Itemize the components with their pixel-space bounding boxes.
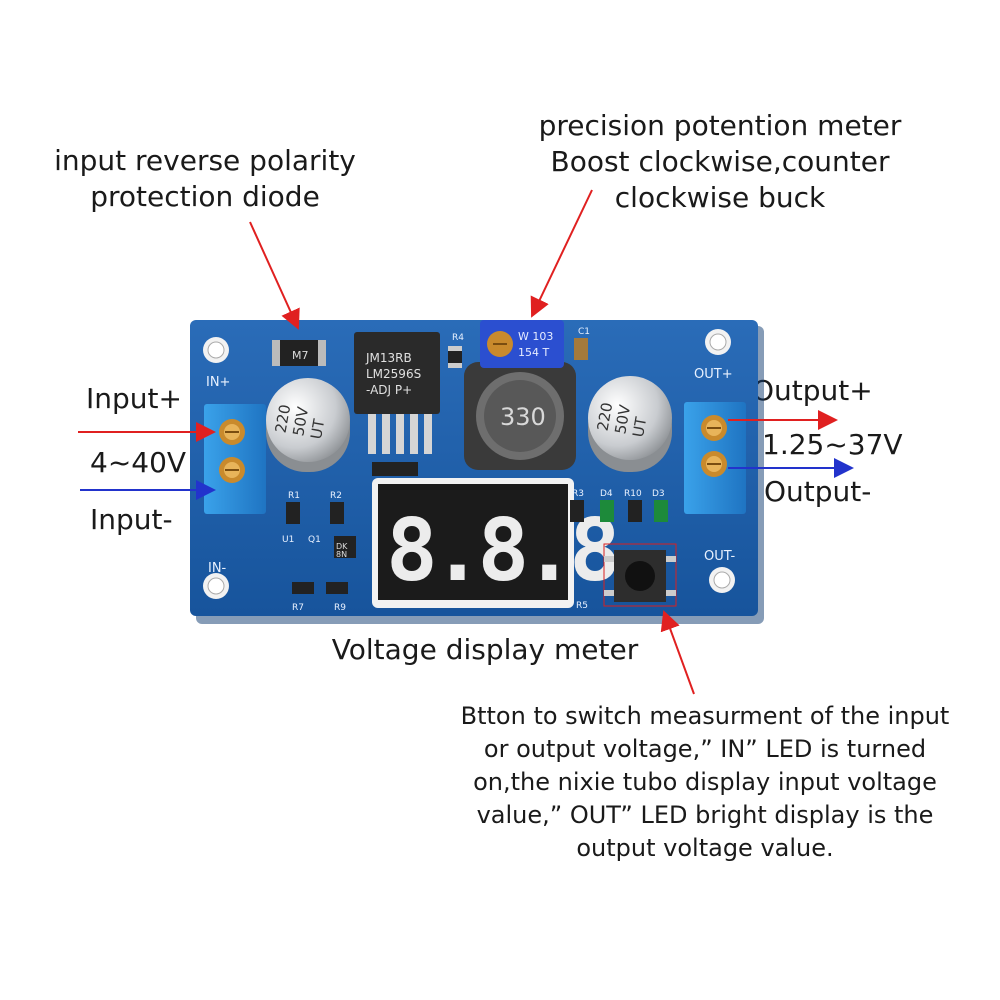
ref-r10: R10 [624, 489, 642, 499]
button-callout-line1: Btton to switch measurment of the input [460, 702, 950, 730]
input-range-label: 4~40V [90, 446, 187, 479]
ref-d4: D4 [600, 489, 613, 499]
pot-callout-line1: precision potention meter [538, 109, 902, 142]
pot-callout-line3: clockwise buck [614, 181, 826, 214]
left-cap-marking-3: UT [307, 417, 328, 441]
diode-arrow [249, 221, 300, 330]
button-callout-line3: on,the nixie tubo display input voltage [473, 768, 937, 796]
ref-r4: R4 [452, 333, 464, 343]
inductor-330: 330 [464, 362, 576, 470]
ic-marking-line2: LM2596S [366, 367, 421, 381]
output-plus-label: Output+ [752, 374, 873, 407]
diode-marking: M7 [292, 349, 309, 362]
silk-in-minus: IN- [208, 561, 227, 576]
ref-r1: R1 [288, 491, 300, 501]
lm2596-regulator: JM13RB LM2596S -ADJ P+ [354, 332, 440, 454]
smd-components [286, 338, 668, 594]
button-arrow [660, 610, 695, 695]
diode-callout: input reverse polarity protection diode [40, 143, 370, 215]
left-cap-marking-1: 220 [272, 403, 295, 434]
pot-marking-2: 154 T [518, 346, 549, 359]
input-plus-label: Input+ [86, 382, 182, 415]
button-callout-line4: value,” OUT” LED bright display is the [476, 801, 934, 829]
right-cap-marking-2: 50V [611, 403, 634, 436]
output-terminal-block [684, 402, 746, 514]
ref-r3: R3 [572, 489, 584, 499]
left-cap-marking-2: 50V [289, 405, 312, 438]
display-callout: Voltage display meter [331, 633, 639, 666]
output-minus-label: Output- [764, 475, 872, 508]
protection-diode: M7 [272, 340, 326, 366]
right-cap-marking-3: UT [629, 415, 650, 439]
ref-r2: R2 [330, 491, 342, 501]
right-capacitor: 220 50V UT [588, 376, 672, 472]
button-callout-line5: output voltage value. [576, 834, 834, 862]
button-callout-line2: or output voltage,” IN” LED is turned [483, 735, 927, 763]
ref-q1: Q1 [308, 535, 321, 545]
mounting-holes [203, 329, 735, 599]
mode-push-button [603, 543, 677, 607]
input-minus-label: Input- [90, 503, 173, 536]
pot-marking-1: W 103 [518, 330, 553, 343]
pot-arrow [530, 189, 593, 318]
silk-out-plus: OUT+ [694, 367, 733, 382]
pot-callout-line2: Boost clockwise,counter [550, 145, 890, 178]
inductor-marking: 330 [500, 403, 546, 431]
right-cap-marking-1: 220 [594, 401, 617, 432]
pot-callout: precision potention meter Boost clockwis… [520, 108, 920, 216]
ref-r7: R7 [292, 603, 304, 613]
ref-r9: R9 [334, 603, 346, 613]
left-capacitor: 220 50V UT [266, 378, 350, 472]
potentiometer: W 103 154 T [480, 320, 564, 368]
ref-d3: D3 [652, 489, 665, 499]
ref-u1: U1 [282, 535, 294, 545]
transistor-marking-1: DK [336, 542, 348, 551]
input-terminal-block [204, 404, 266, 514]
ic-marking-line1: JM13RB [365, 351, 412, 365]
ref-c1: C1 [578, 327, 590, 337]
transistor-marking-2: 8N [336, 550, 347, 559]
diode-callout-line1: input reverse polarity [54, 144, 356, 177]
button-callout: Btton to switch measurment of the input … [420, 700, 990, 865]
diode-callout-line2: protection diode [90, 180, 320, 213]
ref-r5: R5 [576, 601, 588, 611]
silk-in-plus: IN+ [206, 375, 230, 390]
silk-out-minus: OUT- [704, 549, 735, 564]
output-range-label: 1.25~37V [762, 428, 903, 461]
ic-marking-line3: -ADJ P+ [366, 383, 412, 397]
